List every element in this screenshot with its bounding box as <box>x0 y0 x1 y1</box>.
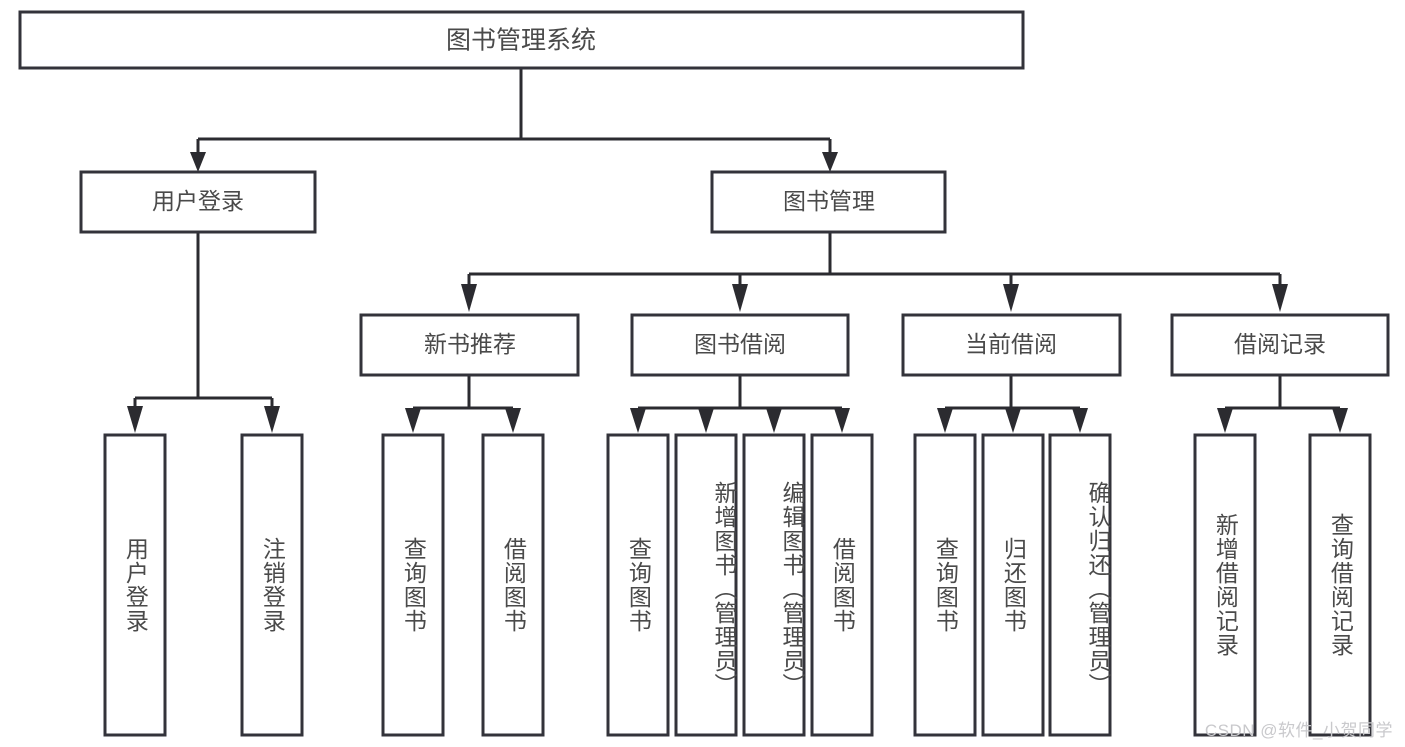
arrowhead-borrow-record <box>1272 284 1288 312</box>
arrowhead-book-borrow-leaf3 <box>766 408 782 433</box>
node-new-book-recommend-box[interactable] <box>359 313 580 377</box>
node-new-book-recommend-label: 新书推荐 <box>424 331 516 357</box>
arrowhead-book-mgmt <box>822 152 838 172</box>
connector-layer <box>127 68 1348 433</box>
arrowhead-borrow-record-leaf1 <box>1217 408 1233 433</box>
leaf-box-book-borrow-3[interactable] <box>742 433 806 737</box>
node-root-label: 图书管理系统 <box>446 27 596 55</box>
leaf-box-book-borrow-2[interactable] <box>674 433 738 737</box>
node-borrow-record-box[interactable] <box>1170 313 1390 377</box>
node-root-box[interactable] <box>18 10 1025 70</box>
arrowhead-user-login <box>190 152 206 172</box>
leaf-box-book-borrow-4[interactable] <box>810 433 874 737</box>
node-user-login-label: 用户登录 <box>152 188 244 214</box>
node-book-management-box[interactable] <box>710 170 947 234</box>
leaf-box-current-borrow-2[interactable] <box>981 433 1045 737</box>
arrowhead-book-borrow-leaf4 <box>834 408 850 433</box>
leaf-box-user-login-1[interactable] <box>103 433 167 737</box>
leaf-box-borrow-record-2[interactable] <box>1308 433 1372 737</box>
node-book-management-label: 图书管理 <box>783 188 875 214</box>
leaf-box-book-borrow-1[interactable] <box>606 433 670 737</box>
node-user-login-box[interactable] <box>79 170 317 234</box>
arrowhead-new-book <box>461 284 477 312</box>
leaf-box-new-book-2[interactable] <box>481 433 545 737</box>
leaf-box-user-login-2[interactable] <box>240 433 304 737</box>
arrowhead-current-borrow-leaf2 <box>1005 408 1021 433</box>
node-borrow-record-label: 借阅记录 <box>1234 331 1326 357</box>
watermark-label: CSDN @软件_小贺同学 <box>1204 721 1393 740</box>
leaf-box-borrow-record-1[interactable] <box>1193 433 1257 737</box>
arrowhead-user-login-leaf1 <box>127 406 143 433</box>
arrowhead-new-book-leaf2 <box>505 408 521 433</box>
node-book-borrow-box[interactable] <box>630 313 850 377</box>
arrowhead-book-borrow <box>732 284 748 312</box>
arrowhead-current-borrow <box>1003 284 1019 312</box>
arrowhead-book-borrow-leaf1 <box>630 408 646 433</box>
arrowhead-current-borrow-leaf3 <box>1072 408 1088 433</box>
arrowhead-user-login-leaf2 <box>264 406 280 433</box>
node-current-borrow-label: 当前借阅 <box>965 331 1057 357</box>
arrowhead-current-borrow-leaf1 <box>937 408 953 433</box>
node-layer: 图书管理系统 用户登录 图书管理 新书推荐 图书借阅 当前借阅 借阅记录 <box>18 10 1390 737</box>
node-book-borrow-label: 图书借阅 <box>694 331 786 357</box>
arrowhead-new-book-leaf1 <box>405 408 421 433</box>
node-current-borrow-box[interactable] <box>901 313 1122 377</box>
arrowhead-borrow-record-leaf2 <box>1332 408 1348 433</box>
leaf-box-current-borrow-3[interactable] <box>1048 433 1112 737</box>
arrowhead-book-borrow-leaf2 <box>698 408 714 433</box>
leaf-box-new-book-1[interactable] <box>381 433 445 737</box>
leaf-box-current-borrow-1[interactable] <box>913 433 977 737</box>
